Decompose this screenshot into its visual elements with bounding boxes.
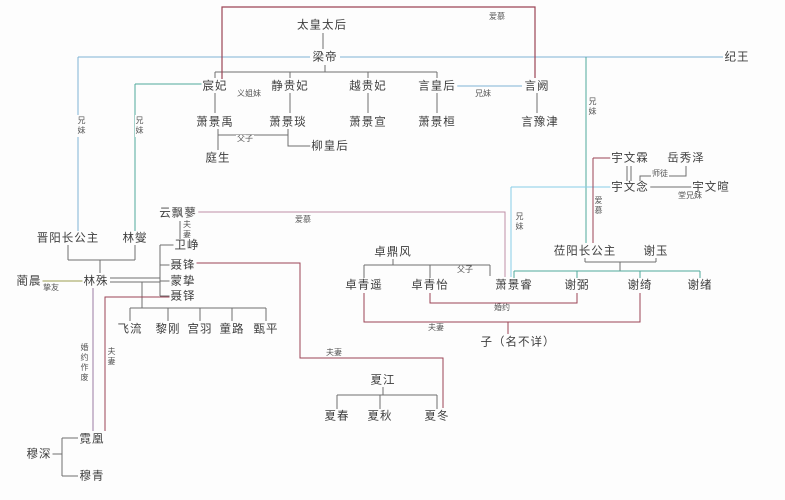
label-xiongmei-yan: 兄妹 [474,89,492,98]
line-yunpiaoliao-aimu-xiaojingrui [197,211,506,277]
person-linxie: 林燮 [121,230,149,245]
person-feiliu: 飞流 [116,321,144,336]
line-jinyang-linxie-marriage [67,245,136,273]
person-xiaojingrui: 萧景睿 [494,277,534,292]
person-tonglu: 童路 [218,321,246,336]
person-xiaojingxuan: 萧景宣 [348,114,388,129]
person-zhuoqingyao: 卓青遥 [344,277,384,292]
line-liyang-xieyu-marriage [584,258,657,271]
person-yuwennian: 宇文念 [610,179,650,194]
person-jiwang: 纪王 [723,49,751,64]
person-xiadong: 夏冬 [423,408,451,423]
person-zhuoqingyi: 卓青怡 [410,277,450,292]
person-muqing: 穆青 [78,468,106,483]
person-yunpiaoliao: 云飘蓼 [158,205,198,220]
person-linchen: 蔺晨 [15,273,43,288]
label-qi: 妻 [182,230,192,239]
person-yuwenlin: 宇文霖 [610,150,650,165]
person-taihuangtaihou: 太皇太后 [296,17,348,32]
person-yanhuanghou: 言皇后 [417,78,457,93]
label-yijiemei: 义姐妹 [236,89,262,98]
person-liangdi: 梁帝 [311,49,339,64]
line-yuwenlin-aimu-liyang [592,157,613,243]
person-gongyu: 宫羽 [186,321,214,336]
line-consorts-to-sons [214,93,438,113]
person-xieyu: 谢玉 [642,243,670,258]
label-aimu-yuwenlin: 爱慕 [594,195,603,217]
line-xiajiang-children [336,387,438,409]
line-niefeng-xiadong-fuqi [194,262,444,408]
label-xiongmei-yuwennian: 兄妹 [515,211,524,233]
line-liyang-xieyu-children-bracket [513,270,701,278]
person-yanque: 言阙 [523,78,551,93]
label-fuqi-zhuoqingyao: 夫妻 [427,323,445,332]
label-hunyuezuofei: 婚约作废 [80,342,89,384]
person-nihuang: 霓凰 [78,431,106,446]
person-zhuodingfeng: 卓鼎风 [373,244,413,259]
label-xiongmei-jinyang: 兄妹 [77,115,86,137]
label-xiongmei-liyang: 兄妹 [588,96,597,118]
person-mengzhi: 蒙挚 [169,273,197,288]
label-fu: 夫 [182,220,192,229]
person-linshu: 林殊 [82,273,110,288]
line-yanque-aimu-chenfei [221,6,536,79]
label-fuzi-tingsheng: 父子 [236,134,254,143]
person-xiebi: 谢弼 [563,277,591,292]
label-tangxiongmei: 堂兄妹 [677,191,703,200]
line-zhuoqingyao-xieqi-fuqi [363,293,641,334]
label-shitu: 师徒 [651,169,669,178]
person-weizheng: 卫峥 [173,237,201,252]
person-jingguifei: 静贵妃 [270,78,310,93]
label-aimu-yanque-chenfei: 爱慕 [488,12,506,21]
person-mushen: 穆深 [25,446,53,461]
person-xiexu: 谢绪 [686,277,714,292]
person-yueguifei: 越贵妃 [348,78,388,93]
label-aimu-yunpiaoliao: 爱慕 [294,215,312,224]
line-nieduo-nihuang-fuqi [104,296,172,431]
line-chenfei-linxie-siblings [134,83,203,231]
person-chenfei: 宸妃 [201,78,229,93]
person-xieqi: 谢绮 [626,277,654,292]
person-nieduo: 聂铎 [169,288,197,303]
label-fuqi-niefeng: 夫妻 [325,348,343,357]
person-zhenping: 甄平 [252,321,280,336]
label-xiongmei-linxie: 兄妹 [135,115,144,137]
person-niefeng: 聂锋 [169,257,197,272]
person-liuhuanghou: 柳皇后 [310,138,350,153]
person-yuwenxuan: 宇文暄 [691,179,731,194]
person-yanyujin: 言豫津 [520,114,560,129]
person-xiajiang: 夏江 [369,372,397,387]
person-jinyangzhanggongzhu: 晋阳长公主 [35,230,101,245]
person-xiaojinghuan: 萧景桓 [417,114,457,129]
line-linshu-allies-bracket [110,244,267,321]
person-yuexiuze: 岳秀泽 [666,150,706,165]
person-tingsheng: 庭生 [204,150,232,165]
person-liyangzhanggongzhu: 莅阳长公主 [552,243,618,258]
line-tingsheng-liuhuanghou [217,129,312,150]
person-xiaqiu: 夏秋 [366,408,394,423]
person-xiaojingyan: 萧景琰 [268,114,308,129]
label-fuzi-zhuodingfeng: 父子 [456,265,474,274]
person-xiaojingyu: 萧景禹 [195,114,235,129]
line-yuwennian-xiaojingrui-siblings [510,186,612,277]
line-liangdi-jinyang-siblings [77,56,310,231]
person-son-unknown: 子（名不详） [479,334,557,349]
label-hunyue: 婚约 [493,303,511,312]
line-mushen-children [52,437,78,477]
label-fuqi-nieduo: 夫妻 [107,346,116,368]
person-xiachun: 夏春 [323,408,351,423]
label-zhiyou: 挚友 [42,283,60,292]
person-ligang: 黎刚 [154,321,182,336]
line-liangdi-consorts-bracket [214,65,438,78]
line-zhuodingfeng-children [363,259,491,278]
line-zhuoqingyi-xiebi-hunyue [429,293,578,304]
